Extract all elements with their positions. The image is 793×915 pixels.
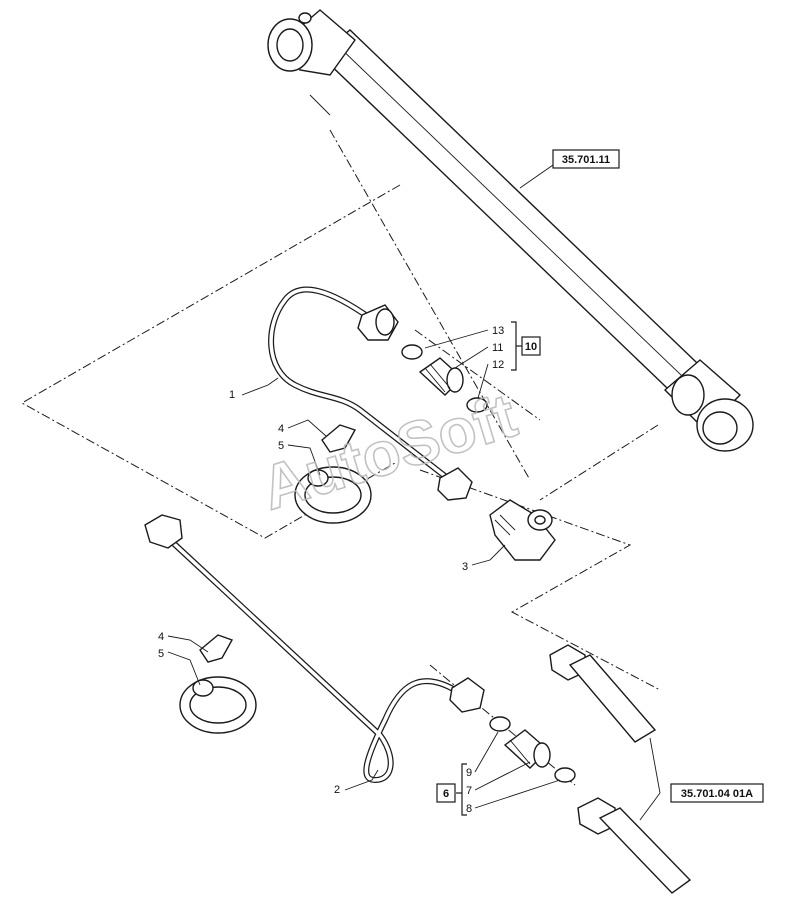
callout-5-lower: 5 — [158, 648, 164, 660]
callout-8: 8 — [466, 803, 472, 815]
oring-9 — [489, 716, 511, 732]
ref-box-cylinder[interactable]: 35.701.11 — [552, 149, 620, 169]
clamp-cover-lower — [199, 634, 234, 663]
callout-11: 11 — [492, 342, 503, 354]
pipe-nut-lower-b — [449, 677, 485, 713]
oring-8 — [554, 767, 576, 783]
callout-4-lower: 4 — [158, 631, 164, 643]
pipe-lower — [144, 514, 485, 784]
ref-box-kit-10[interactable]: 10 — [521, 336, 541, 356]
ref-box-kit-6[interactable]: 6 — [436, 783, 456, 803]
clamp-cover-upper — [321, 424, 357, 453]
adapter-11 — [418, 357, 464, 396]
oring-13 — [401, 344, 423, 360]
leader-lines — [167, 164, 661, 821]
pipe-nut-lower-a — [144, 514, 183, 549]
callout-2: 2 — [334, 784, 340, 796]
callout-12: 12 — [492, 359, 504, 371]
ref-kit-10-label: 10 — [525, 341, 537, 353]
callout-9: 9 — [466, 767, 472, 779]
clamp-lower — [179, 634, 257, 734]
callout-5-upper: 5 — [278, 440, 284, 452]
clamp-upper — [294, 424, 372, 524]
ref-cylinder-label: 35.701.11 — [562, 154, 610, 166]
ref-ram-rod-label: 35.701.04 01A — [681, 788, 753, 800]
adapter-7 — [503, 729, 551, 769]
ref-box-ram-rod[interactable]: 35.701.04 01A — [670, 783, 764, 803]
elbow-fitting — [489, 499, 556, 561]
callout-4-upper: 4 — [278, 423, 284, 435]
callout-3: 3 — [462, 561, 468, 573]
pipe-upper — [268, 286, 473, 501]
watermark-text: AutoSoft — [254, 381, 524, 523]
callout-1: 1 — [229, 389, 235, 401]
pipe-nut-upper-b — [437, 467, 473, 501]
ram-rods — [549, 644, 692, 894]
oring-12 — [466, 397, 488, 413]
callout-7: 7 — [466, 785, 472, 797]
ref-kit-6-label: 6 — [443, 788, 449, 800]
callout-13: 13 — [492, 325, 504, 337]
hydraulic-cylinder — [267, 9, 754, 452]
